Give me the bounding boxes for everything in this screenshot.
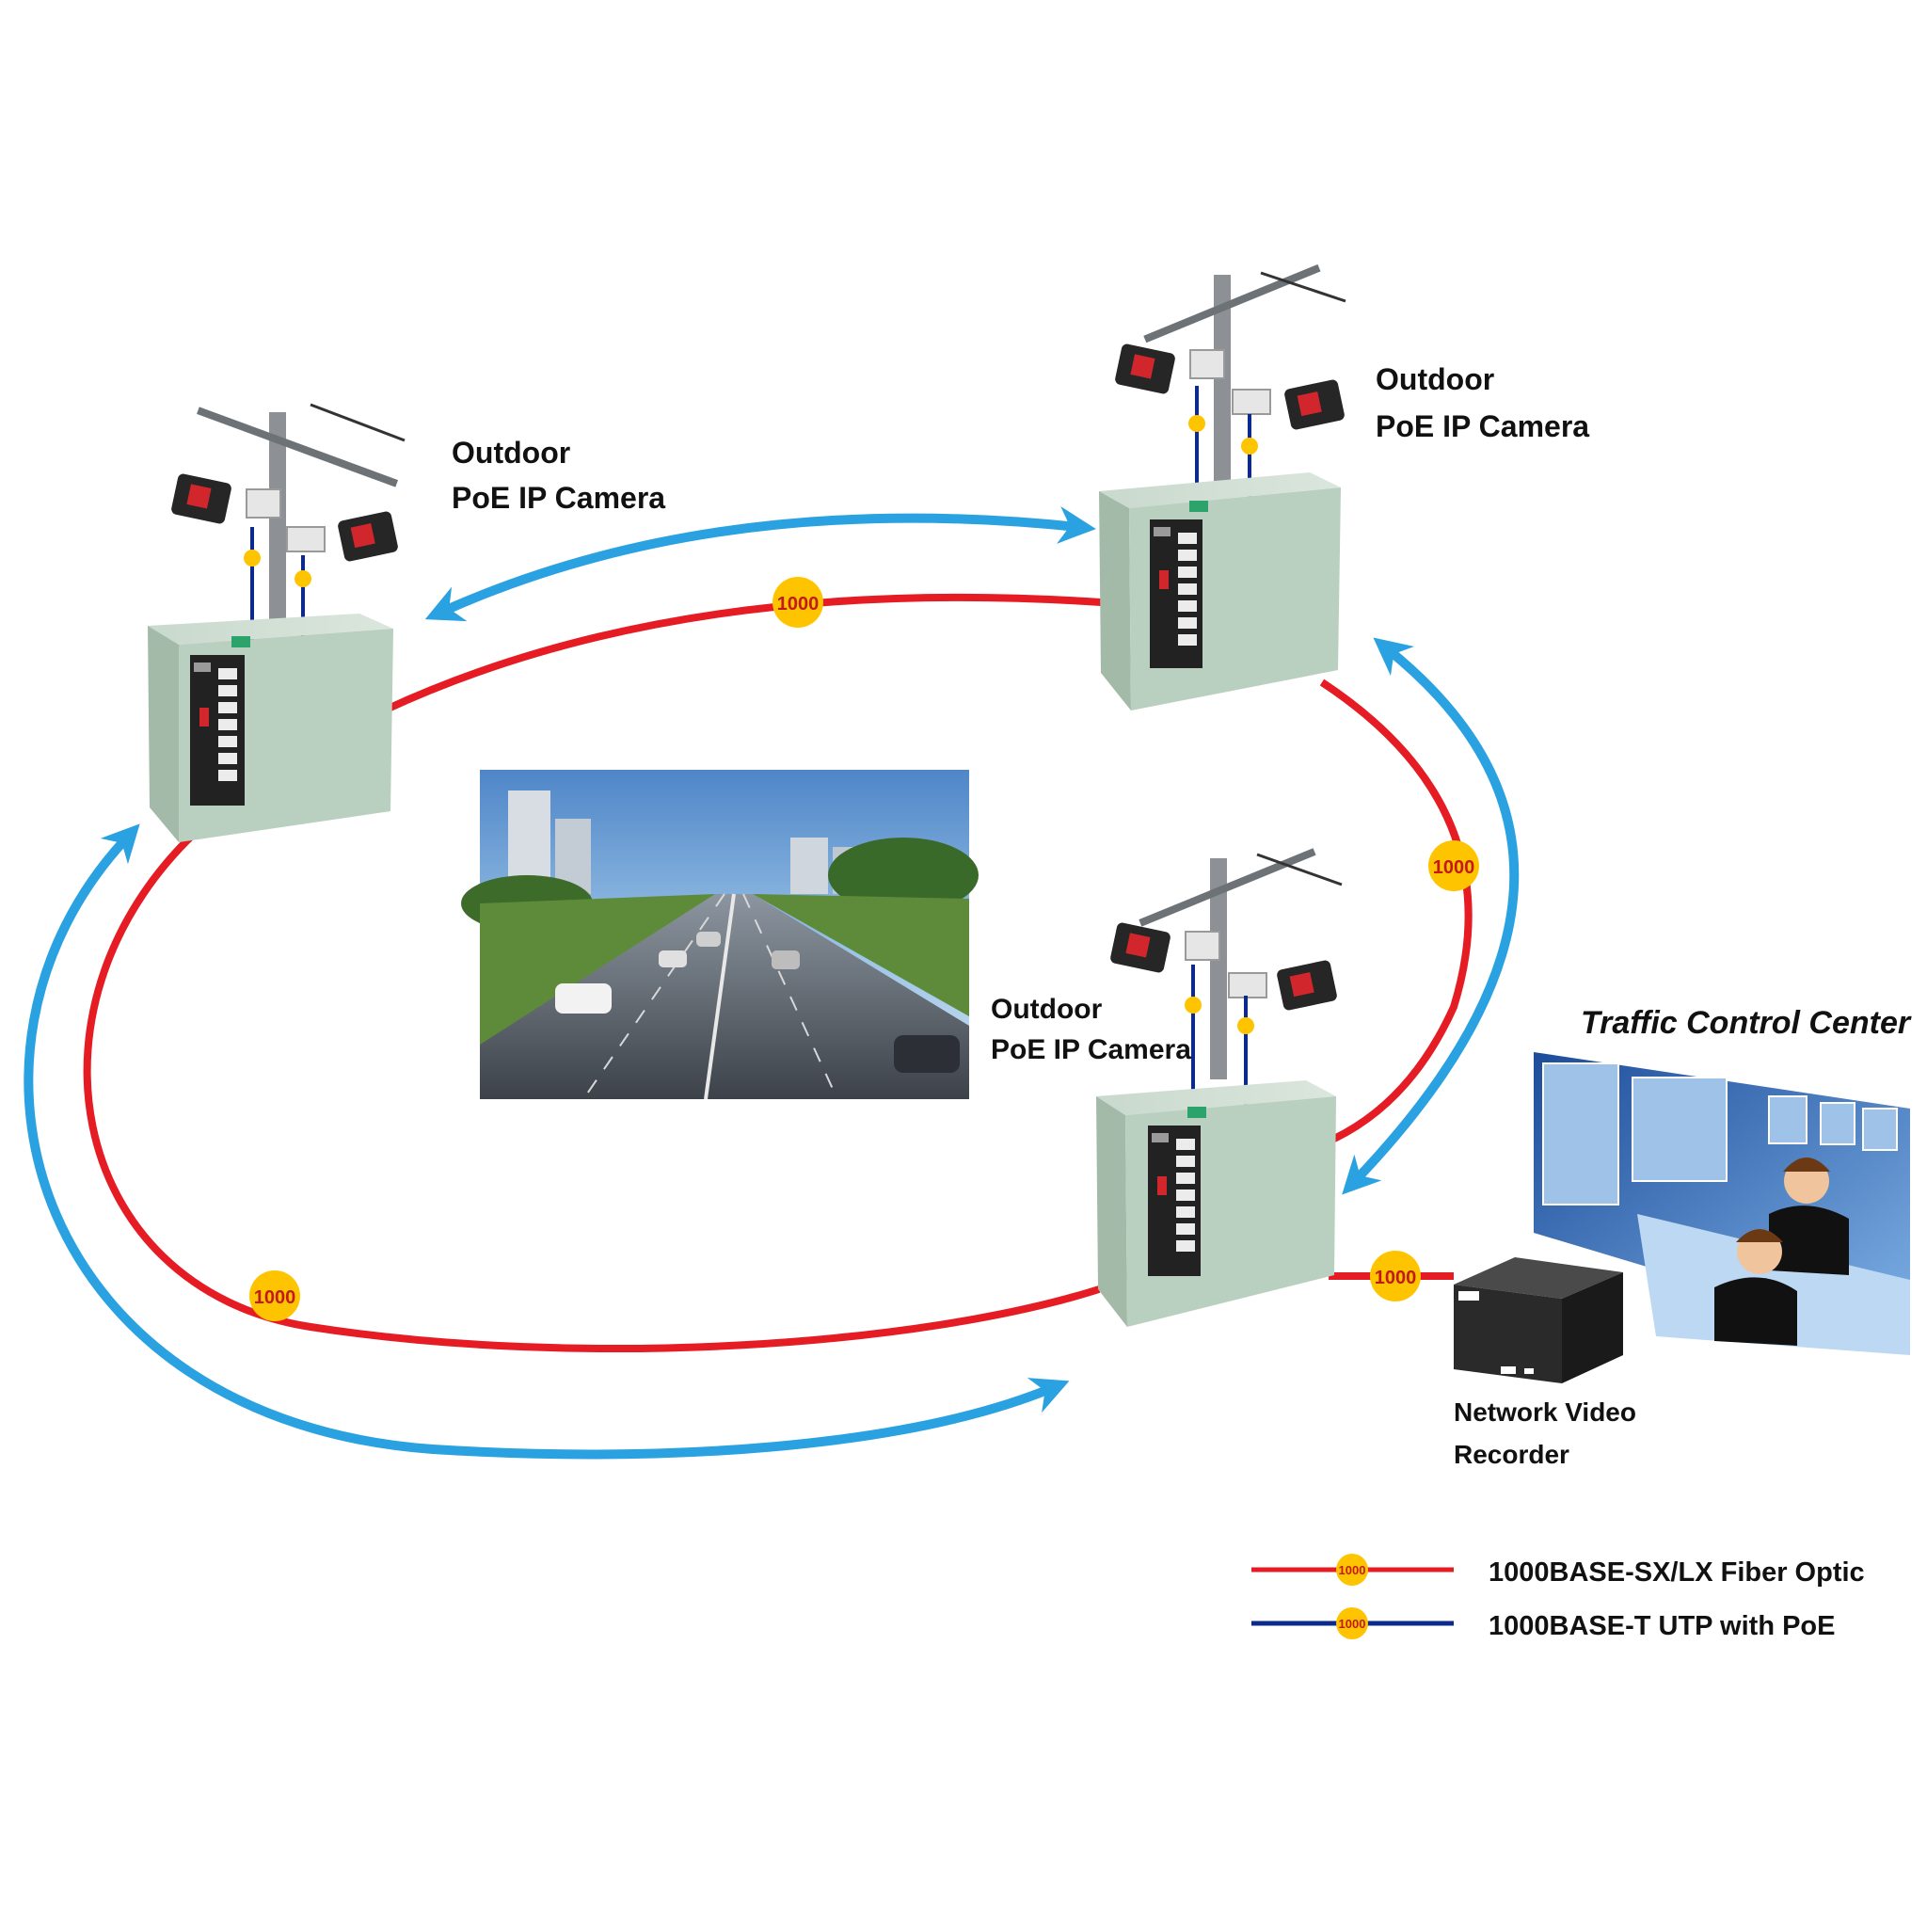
camera-pole	[1210, 858, 1227, 1079]
blue-arrow-left-bottom	[24, 823, 1070, 1460]
bullet-camera-icon	[171, 473, 231, 524]
network-video-recorder-icon	[1454, 1257, 1623, 1383]
dome-camera-icon	[1189, 349, 1271, 415]
highway-photo	[461, 770, 979, 1100]
site-top-right	[1099, 263, 1346, 711]
camera-pole	[1214, 275, 1231, 491]
badge-fiber-nvr: 1000	[1370, 1251, 1421, 1301]
industrial-poe-switch	[1148, 1107, 1206, 1276]
bullet-camera-icon	[338, 511, 398, 562]
outdoor-cabinet	[148, 614, 393, 842]
industrial-poe-switch	[1150, 501, 1208, 668]
operator-person-icon	[1769, 1158, 1849, 1275]
fiber-link-left-bottom	[83, 821, 1101, 1352]
badge-fiber-right: 1000	[1428, 840, 1479, 891]
badge-fiber-top-label: 1000	[777, 594, 820, 615]
operator-person-icon	[1714, 1229, 1797, 1346]
badge-fiber-top: 1000	[772, 577, 823, 628]
site-top-right-label-line2: PoE IP Camera	[1376, 409, 1589, 443]
outdoor-cabinet	[1099, 472, 1341, 711]
bullet-camera-icon	[1115, 343, 1175, 394]
industrial-poe-switch	[190, 636, 250, 806]
dome-camera-icon	[246, 488, 326, 552]
nvr-label-line2: Recorder	[1454, 1440, 1569, 1469]
legend-item-fiber: 1000	[1251, 1554, 1454, 1586]
bullet-camera-icon	[1110, 922, 1171, 973]
camera-pole	[269, 412, 286, 629]
badge-fiber-right-label: 1000	[1433, 857, 1475, 878]
site-left	[148, 403, 406, 842]
site-top-right-label-line1: Outdoor	[1376, 362, 1494, 396]
badge-fiber-left: 1000	[249, 1270, 300, 1321]
legend-item-utp: 1000	[1251, 1607, 1454, 1639]
control-center-title: Traffic Control Center	[1581, 1005, 1912, 1041]
fiber-link-top	[382, 593, 1102, 714]
site-left-label-line2: PoE IP Camera	[452, 481, 665, 515]
traffic-control-room	[1534, 1052, 1910, 1355]
ring-direction-arrows	[24, 506, 1520, 1460]
outdoor-cabinet	[1096, 1080, 1336, 1327]
bullet-camera-icon	[1284, 379, 1345, 430]
site-bottom-right-label-line2: PoE IP Camera	[991, 1034, 1191, 1065]
badge-fiber-left-label: 1000	[254, 1287, 296, 1308]
dome-camera-icon	[1185, 931, 1267, 998]
bullet-camera-icon	[1277, 960, 1337, 1011]
site-bottom-right	[1096, 848, 1343, 1327]
fiber-ring	[83, 593, 1473, 1352]
legend-utp-badge-label: 1000	[1339, 1617, 1366, 1631]
site-left-label-line1: Outdoor	[452, 436, 570, 470]
badge-fiber-nvr-label: 1000	[1375, 1268, 1417, 1288]
legend-fiber-text: 1000BASE-SX/LX Fiber Optic	[1489, 1557, 1865, 1588]
site-bottom-right-label-line1: Outdoor	[991, 994, 1103, 1025]
blue-arrow-right	[1342, 637, 1520, 1195]
blue-arrow-top	[424, 506, 1096, 622]
nvr-label-line1: Network Video	[1454, 1397, 1636, 1427]
fiber-link-right	[1319, 679, 1473, 1142]
legend: 1000 1000	[1251, 1554, 1454, 1639]
legend-utp-text: 1000BASE-T UTP with PoE	[1489, 1611, 1836, 1641]
legend-fiber-badge-label: 1000	[1339, 1563, 1366, 1577]
